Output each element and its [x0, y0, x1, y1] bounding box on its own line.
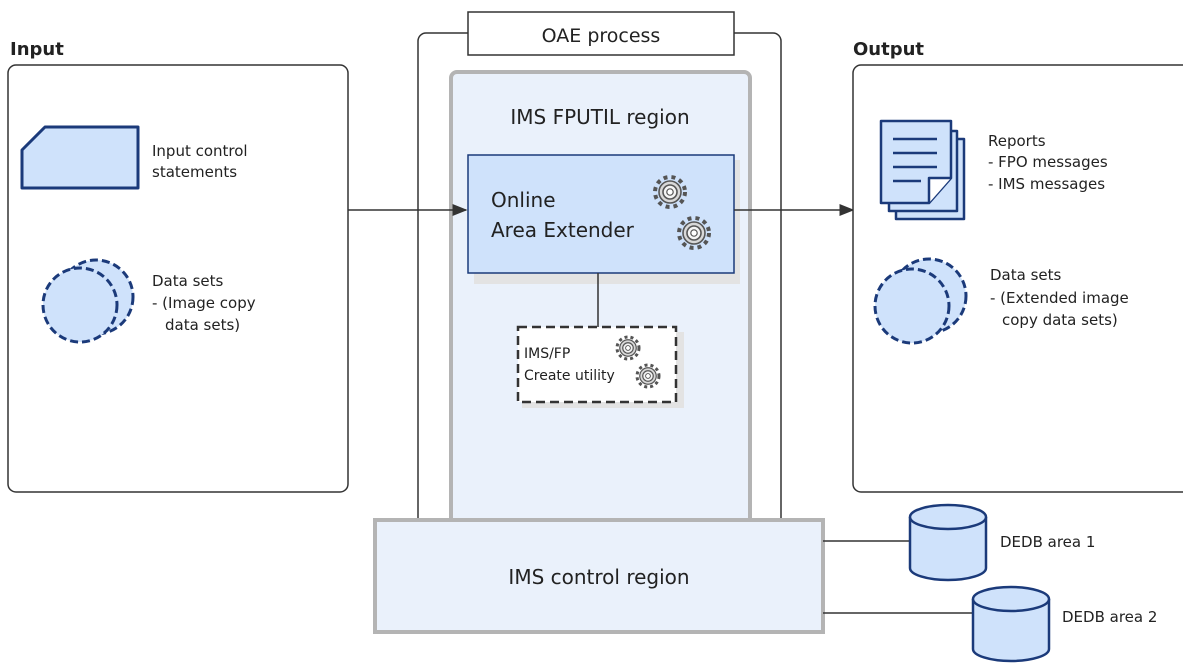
fputil-region-label: IMS FPUTIL region — [510, 105, 689, 129]
oae-process-title-box — [467, 11, 735, 56]
fputil-region-panel — [449, 70, 752, 534]
dedb-area-1-icon — [908, 503, 988, 582]
input-datasets-label-3: data sets) — [165, 316, 240, 334]
input-datasets-label-1: Data sets — [152, 272, 224, 290]
output-datasets-icon — [873, 257, 968, 345]
output-datasets-label-3: copy data sets) — [1002, 311, 1118, 329]
dedb-area-2-label: DEDB area 2 — [1062, 608, 1157, 626]
extender-label-1: Online — [491, 188, 556, 212]
oae-process-title: OAE process — [542, 25, 661, 47]
input-heading: Input — [10, 39, 64, 60]
online-area-extender-box — [467, 154, 735, 274]
dedb-area-1-label: DEDB area 1 — [1000, 533, 1095, 551]
create-utility-gears-icon — [615, 335, 661, 389]
dedb-area-2-icon — [971, 585, 1051, 663]
reports-icon — [879, 119, 966, 221]
input-control-label-1: Input control — [152, 142, 248, 160]
reports-label-3: - IMS messages — [988, 175, 1105, 193]
ims-control-region-label: IMS control region — [508, 565, 689, 589]
create-utility-label-2: Create utility — [524, 368, 615, 384]
extender-label-2: Area Extender — [491, 218, 635, 242]
input-datasets-label-2: - (Image copy — [152, 294, 256, 312]
extender-gears-icon — [653, 175, 711, 250]
output-datasets-label-1: Data sets — [990, 266, 1062, 284]
input-datasets-icon — [41, 258, 135, 344]
input-control-label-2: statements — [152, 163, 237, 181]
output-datasets-label-2: - (Extended image — [990, 289, 1129, 307]
reports-label-2: - FPO messages — [988, 153, 1108, 171]
ims-control-region-box — [373, 518, 825, 634]
create-utility-label-1: IMS/FP — [524, 346, 570, 362]
reports-label-1: Reports — [988, 132, 1046, 150]
output-heading: Output — [853, 39, 924, 60]
control-statements-icon — [20, 125, 140, 190]
create-utility-box — [516, 325, 678, 404]
